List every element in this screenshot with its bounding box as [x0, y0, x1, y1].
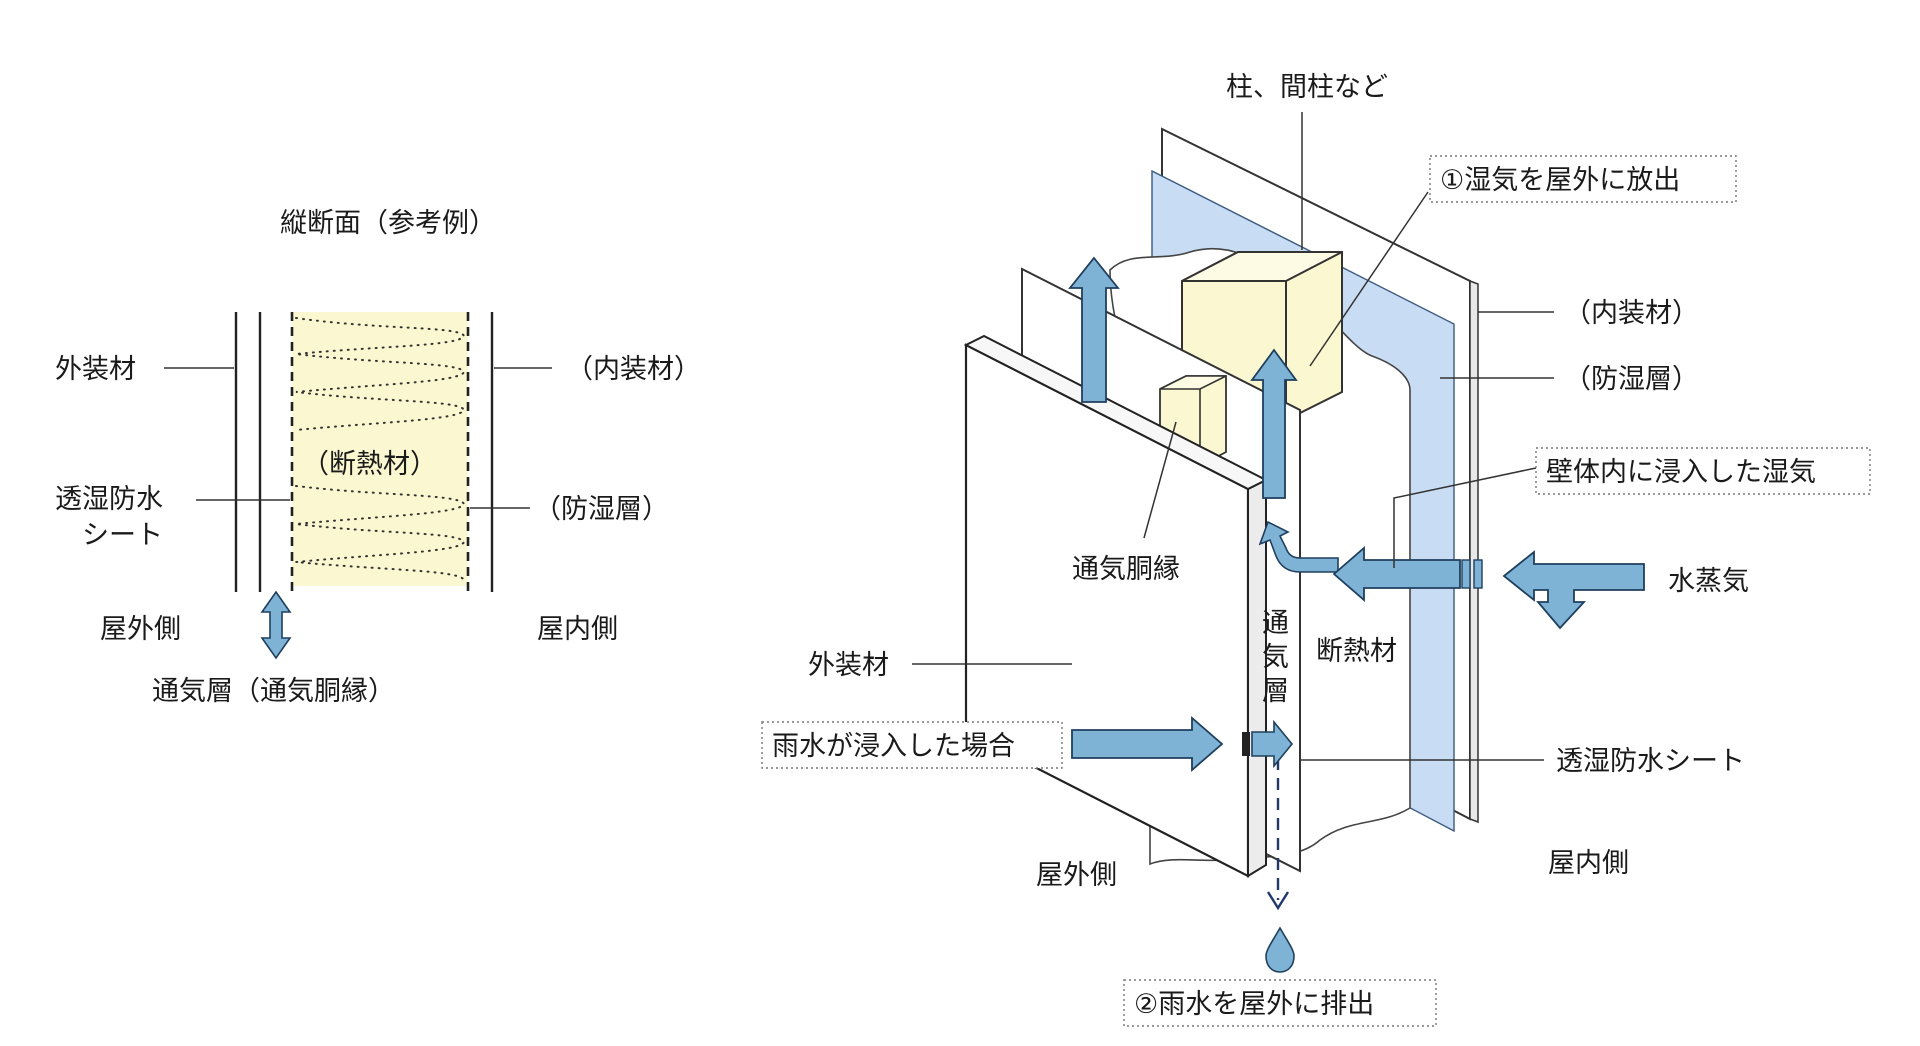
- callout-box-rain: [761, 721, 1063, 769]
- leader-furring: [1143, 421, 1177, 539]
- label-ventilation-layer: 通気層（通気胴縁）: [152, 676, 395, 707]
- rain-water-arrow: [1071, 716, 1224, 772]
- label-breathable-sheet-line2: シート: [82, 520, 163, 551]
- label-outdoor-side: 屋外側: [100, 614, 181, 645]
- callout-box-moisture: [1535, 447, 1871, 495]
- callout-rain: 雨水が浸入した場合: [772, 731, 1015, 762]
- vapor-arrow-segment-2: [1473, 559, 1483, 589]
- cutaway-3d: 柱、間柱など ①湿気を屋外に放出 （内装材） （防湿層） 壁体内に浸入した湿気 …: [761, 72, 1871, 1027]
- label-outdoor-side-3d: 屋外側: [1036, 860, 1117, 891]
- label-breathable-sheet-line1: 透湿防水: [55, 484, 163, 515]
- label-indoor-side-3d: 屋内側: [1548, 848, 1629, 879]
- insulation-dot-pattern: [295, 317, 466, 581]
- callout-box-drain: [1123, 979, 1437, 1027]
- label-vapor-barrier-3d: （防湿層）: [1564, 364, 1699, 395]
- rain-through-arrow: [1251, 719, 1294, 769]
- callout-box-release: [1429, 155, 1737, 203]
- rain-drain-arrowhead: [1266, 891, 1290, 911]
- label-vent-layer-char2: 気: [1262, 642, 1289, 673]
- cross-section-title: 縦断面（参考例）: [280, 208, 496, 239]
- airflow-up-arrow: [1068, 256, 1120, 403]
- label-indoor-side: 屋内側: [537, 614, 618, 645]
- rain-entry-slot: [1242, 732, 1250, 756]
- label-exterior-cladding-3d: 外装材: [808, 650, 889, 681]
- leader-release: [1309, 191, 1429, 367]
- label-vent-layer-char1: 通: [1262, 608, 1289, 639]
- water-droplet-icon: [1265, 926, 1295, 973]
- moisture-release-arrow: [1250, 348, 1298, 499]
- label-vent-layer-char3: 層: [1262, 676, 1289, 707]
- label-interior-finish-3d: （内装材）: [1564, 298, 1699, 329]
- interior-finish-board-edge: [1469, 279, 1479, 824]
- callout-release: ①湿気を屋外に放出: [1440, 165, 1680, 196]
- cross-section: 縦断面（参考例） 外装材 透湿防水 シート （内装材） （防湿層） （断熱材） …: [55, 208, 701, 707]
- label-water-vapor: 水蒸気: [1668, 566, 1749, 597]
- stud-block-top: [1181, 251, 1343, 282]
- label-studs: 柱、間柱など: [1226, 72, 1388, 103]
- moisture-curve-arrow: [1258, 520, 1339, 573]
- callout-drain: ②雨水を屋外に排出: [1134, 989, 1374, 1020]
- label-interior-finish: （内装材）: [566, 354, 701, 385]
- label-insulation: （断熱材）: [302, 449, 437, 480]
- vapor-arrow-segment-1: [1461, 559, 1471, 589]
- furring-strip-top: [1159, 375, 1227, 390]
- label-breathable-sheet-3d: 透湿防水シート: [1556, 746, 1745, 777]
- label-exterior-cladding: 外装材: [55, 354, 136, 385]
- leader-moisture: [1393, 467, 1537, 568]
- water-vapor-arrow: [1502, 550, 1645, 630]
- vapor-into-wall-arrow: [1332, 546, 1461, 602]
- insulation-band: [292, 312, 468, 586]
- label-vapor-barrier: （防湿層）: [534, 494, 669, 525]
- label-furring: 通気胴縁: [1072, 554, 1180, 585]
- callout-moisture: 壁体内に浸入した湿気: [1546, 457, 1816, 488]
- label-insulation-3d: 断熱材: [1316, 636, 1397, 667]
- ventilation-double-arrow: [260, 590, 292, 660]
